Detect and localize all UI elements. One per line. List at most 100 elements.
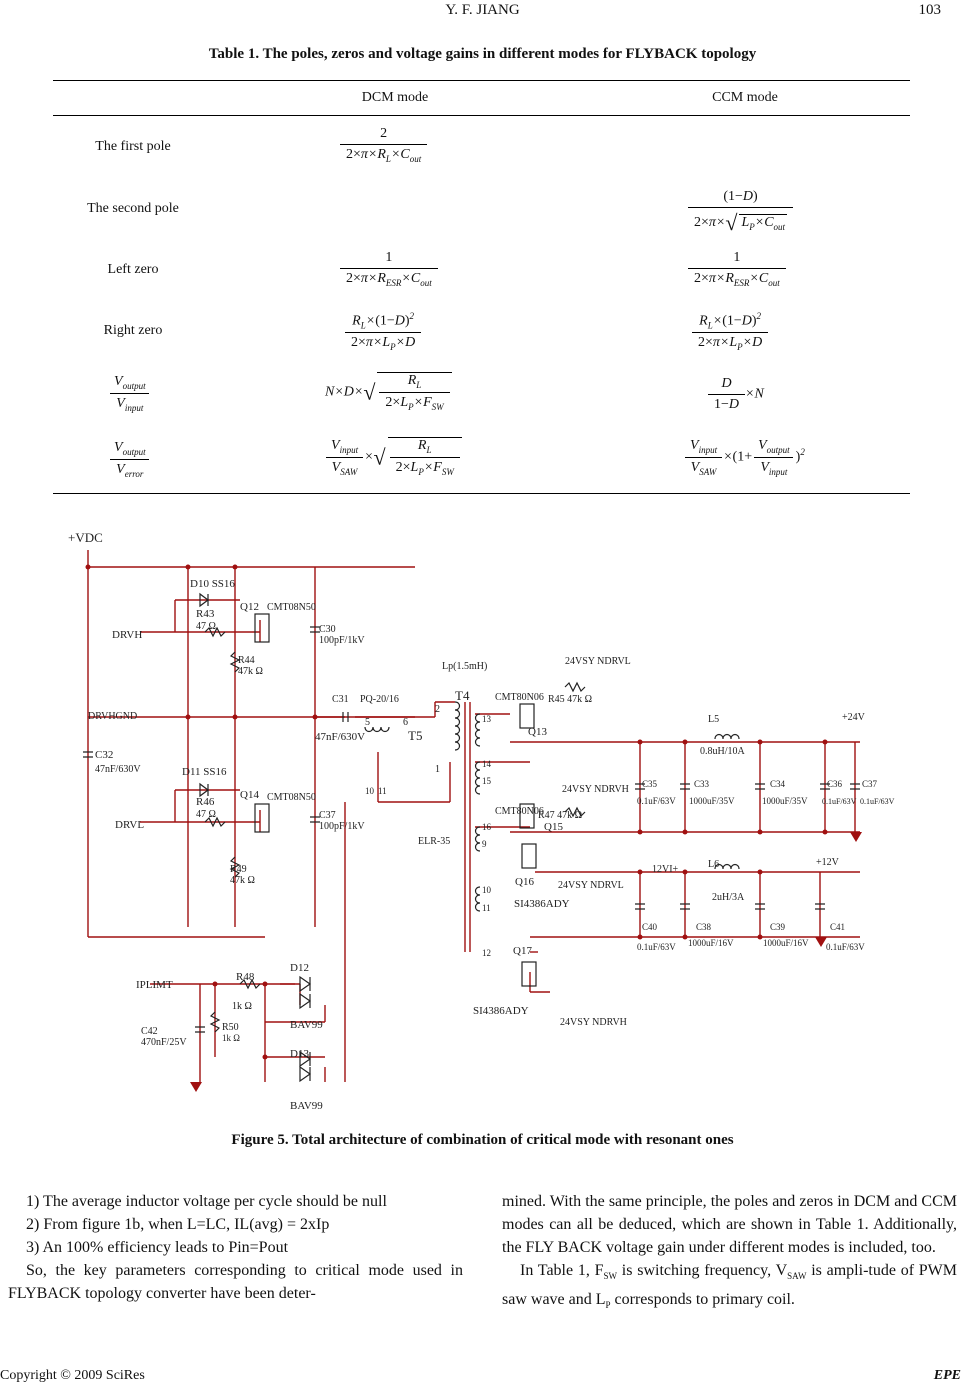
label-c36: C36 (827, 779, 843, 789)
footer-copyright: Copyright © 2009 SciRes (0, 1368, 145, 1383)
label-r44-value: 47k Ω (238, 666, 263, 677)
table-bottom-rule (53, 493, 910, 494)
label-lp: Lp(1.5mH) (442, 661, 487, 672)
label-d13: D13 (290, 1048, 309, 1060)
label-c32: C32 (95, 749, 113, 761)
text-run: P (605, 1300, 611, 1311)
label-pin10b: 10 (365, 786, 375, 796)
label-vdc: +VDC (68, 530, 103, 545)
label-q17: Q17 (513, 945, 532, 957)
paragraph: So, the key parameters corresponding to … (8, 1262, 463, 1302)
paragraph: mined. With the same principle, the pole… (502, 1193, 957, 1256)
label-t4: T4 (455, 688, 470, 703)
label-drvhgnd: DRVHGND (88, 711, 137, 722)
label-r50: R50 (222, 1022, 239, 1033)
label-si4386-1: SI4386ADY (514, 898, 570, 910)
table-caption: Table 1. The poles, zeros and voltage ga… (208, 46, 757, 62)
label-c36-value: 0.1uF/63V (822, 797, 857, 806)
label-vsy2: 24VSY NDRVH (562, 784, 629, 795)
text-run: is switching frequency, V (617, 1262, 788, 1279)
label-si4386-2: SI4386ADY (473, 1005, 529, 1017)
label-c37-left-value: 100pF/1kV (319, 821, 365, 832)
row-label-second-pole: The second pole (87, 201, 179, 216)
label-pin2: 2 (435, 704, 440, 715)
body-column-right: mined. With the same principle, the pole… (502, 1190, 957, 1317)
label-c35: C35 (642, 779, 658, 789)
row-label-first-pole: The first pole (95, 139, 171, 154)
label-c40-value: 0.1uF/63V (637, 942, 676, 952)
label-q12-part: CMT08N50 (267, 602, 316, 613)
label-r49-value: 47k Ω (230, 875, 255, 886)
text-run: SAW (787, 1271, 807, 1282)
body-column-left: 1) The average inductor voltage per cycl… (8, 1190, 463, 1305)
label-r46-value: 47 Ω (196, 809, 216, 820)
label-c30-value: 100pF/1kV (319, 635, 365, 646)
label-c34-value: 1000uF/35V (762, 796, 808, 806)
label-r44: R44 (238, 655, 255, 666)
label-pin14: 14 (482, 759, 492, 769)
row-label-left-zero: Left zero (107, 262, 159, 277)
label-c39-value: 1000uF/16V (763, 938, 809, 948)
label-d12: D12 (290, 962, 309, 974)
circuit-schematic-figure: +VDC D10 SS16 Q12 CMT08N50 R43 47 Ω DRVH… (68, 530, 895, 1112)
figure-caption: Figure 5. Total architecture of combinat… (231, 1132, 734, 1148)
label-c37-left: C37 (319, 810, 336, 821)
running-header-author: Y. F. JIANG (445, 2, 520, 18)
label-q15: Q15 (544, 821, 563, 833)
label-pin11b: 11 (378, 786, 387, 796)
label-c38-value: 1000uF/16V (688, 938, 734, 948)
text-run: SW (603, 1271, 618, 1282)
label-vsy3: 24VSY NDRVL (558, 880, 624, 891)
label-c38: C38 (696, 922, 712, 932)
footer-journal: EPE (933, 1368, 961, 1383)
label-c33-value: 1000uF/35V (689, 796, 735, 806)
label-c32-value: 47nF/630V (95, 764, 141, 775)
label-c37: C37 (862, 779, 878, 789)
label-c34: C34 (770, 779, 786, 789)
table-top-rule (53, 80, 910, 81)
text-run: corresponds to primary coil. (610, 1291, 795, 1309)
column-header-dcm: DCM mode (361, 90, 429, 105)
page-number: 103 (918, 2, 942, 18)
label-elr: ELR-35 (418, 836, 450, 847)
label-12vi: 12VI+ (652, 864, 679, 875)
label-l5: L5 (708, 714, 719, 725)
label-bav99-1: BAV99 (290, 1019, 323, 1031)
label-c40: C40 (642, 922, 658, 932)
text-run: In Table 1, F (520, 1262, 604, 1279)
label-c35-value: 0.1uF/63V (637, 796, 676, 806)
paragraph: 2) From figure 1b, when L=LC, IL(avg) = … (26, 1216, 330, 1233)
label-pin16: 16 (482, 822, 492, 832)
label-pin1: 1 (435, 764, 440, 775)
label-plus24: +24V (842, 712, 866, 723)
label-q13: Q13 (528, 726, 547, 738)
label-c31: C31 (332, 694, 349, 705)
paragraph: In Table 1, FSW is switching frequency, … (502, 1259, 957, 1317)
label-r45: R45 47k Ω (548, 694, 592, 705)
label-pin5: 5 (365, 717, 370, 728)
table-header-rule (53, 115, 910, 116)
label-pin15: 15 (482, 776, 492, 786)
label-drvh: DRVH (112, 629, 142, 641)
label-r43-value: 47 Ω (196, 621, 216, 632)
row-label-right-zero: Right zero (103, 323, 163, 338)
paragraph: 1) The average inductor voltage per cycl… (26, 1193, 387, 1210)
label-r43: R43 (196, 608, 215, 620)
label-plus12: +12V (816, 857, 840, 868)
label-l6: L6 (708, 859, 719, 870)
label-c42-value: 470nF/25V (141, 1037, 187, 1048)
label-q12: Q12 (240, 601, 259, 613)
label-c30: C30 (319, 624, 336, 635)
label-d10: D10 SS16 (190, 578, 235, 590)
label-q14: Q14 (240, 789, 259, 801)
label-cmt2: CMT80N06 (495, 806, 544, 817)
label-r48: R48 (236, 971, 255, 983)
